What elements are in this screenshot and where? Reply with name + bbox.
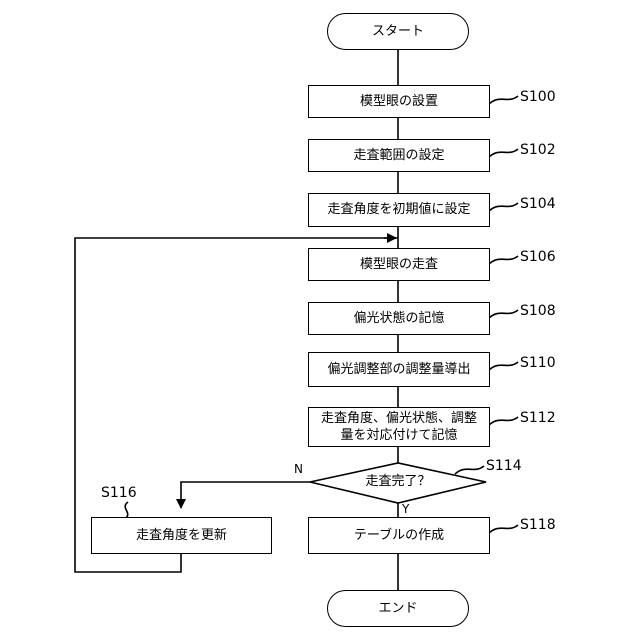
connector-no-branch: [181, 482, 310, 508]
start-terminal: スタート: [327, 13, 469, 50]
leader-s110: [489, 362, 518, 370]
step-s118-box: テーブルの作成: [308, 517, 490, 554]
step-id-s106: S106: [520, 249, 556, 265]
step-s108-text: 偏光状態の記憶: [353, 311, 444, 327]
step-id-s116: S116: [101, 485, 137, 501]
step-s112-box: 走査角度、偏光状態、調整 量を対応付けて記憶: [308, 407, 490, 447]
step-s104-box: 走査角度を初期値に設定: [308, 193, 490, 227]
decision-text: 走査完了？: [352, 474, 444, 490]
step-s108-box: 偏光状態の記憶: [308, 302, 490, 335]
step-id-s100: S100: [520, 89, 556, 105]
step-id-s118: S118: [520, 517, 556, 533]
step-id-s102: S102: [520, 142, 556, 158]
start-label: スタート: [372, 24, 424, 40]
step-s102-box: 走査範囲の設定: [308, 139, 490, 172]
step-s112-text-line1: 走査角度、偏光状態、調整: [321, 410, 477, 427]
decision-no-label: N: [294, 462, 303, 476]
step-s102-text: 走査範囲の設定: [353, 148, 444, 164]
step-id-s110: S110: [520, 355, 556, 371]
step-s104-text: 走査角度を初期値に設定: [327, 202, 470, 218]
step-s112-text-line2: 量を対応付けて記憶: [340, 427, 457, 444]
end-terminal: エンド: [327, 590, 469, 627]
leader-s114: [455, 466, 484, 474]
leader-s116: [125, 502, 128, 518]
step-id-s104: S104: [520, 196, 556, 212]
step-s100-text: 模型眼の設置: [360, 94, 438, 110]
step-id-s108: S108: [520, 303, 556, 319]
step-s116-box: 走査角度を更新: [91, 517, 272, 554]
leader-s100: [489, 96, 518, 104]
step-s106-text: 模型眼の走査: [360, 257, 438, 273]
step-s116-text: 走査角度を更新: [136, 528, 227, 544]
leader-s106: [489, 256, 518, 264]
leader-s112: [489, 417, 518, 425]
step-id-s112: S112: [520, 410, 556, 426]
leader-s102: [489, 149, 518, 157]
step-s106-box: 模型眼の走査: [308, 248, 490, 281]
step-s110-text: 偏光調整部の調整量導出: [327, 362, 470, 378]
step-s100-box: 模型眼の設置: [308, 85, 490, 118]
decision-yes-label: Y: [402, 502, 409, 516]
leader-s104: [489, 203, 518, 211]
leader-s108: [489, 310, 518, 318]
step-id-s114: S114: [486, 458, 522, 474]
step-s118-text: テーブルの作成: [354, 528, 444, 544]
leader-s118: [489, 525, 518, 533]
step-s110-box: 偏光調整部の調整量導出: [308, 352, 490, 387]
end-label: エンド: [378, 601, 417, 617]
